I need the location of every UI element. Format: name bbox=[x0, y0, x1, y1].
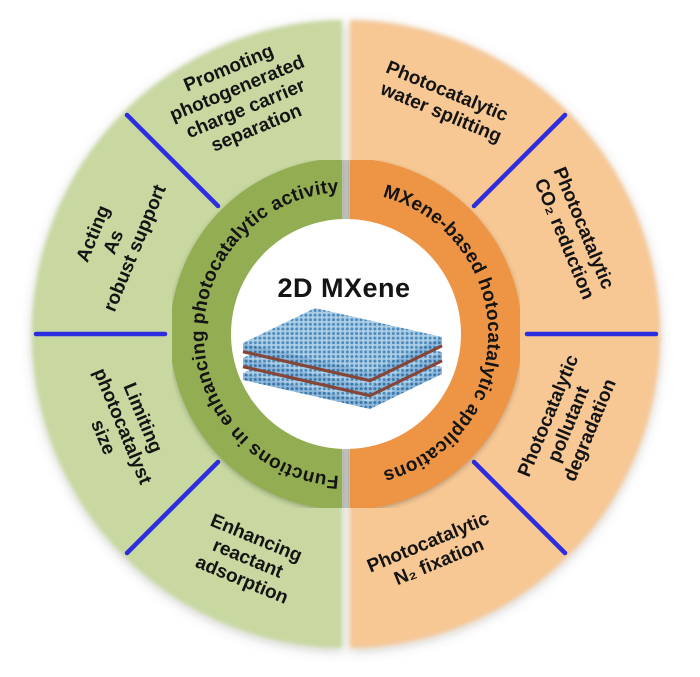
seam-top bbox=[342, 160, 350, 224]
right-applications-ring bbox=[350, 158, 522, 510]
divider-left-lower bbox=[124, 459, 221, 556]
divider-right-upper bbox=[471, 112, 568, 209]
mxene-layered-lattice-icon bbox=[242, 308, 443, 409]
seam-bottom bbox=[342, 444, 350, 508]
divider-left-upper bbox=[124, 112, 221, 209]
left-functions-ring bbox=[170, 158, 342, 510]
divider-right-lower bbox=[471, 459, 568, 556]
center-title: 2D MXene bbox=[277, 273, 410, 303]
mxene-layer-1 bbox=[242, 308, 443, 383]
inner-rings bbox=[170, 158, 522, 510]
segment-dividers bbox=[33, 112, 659, 556]
